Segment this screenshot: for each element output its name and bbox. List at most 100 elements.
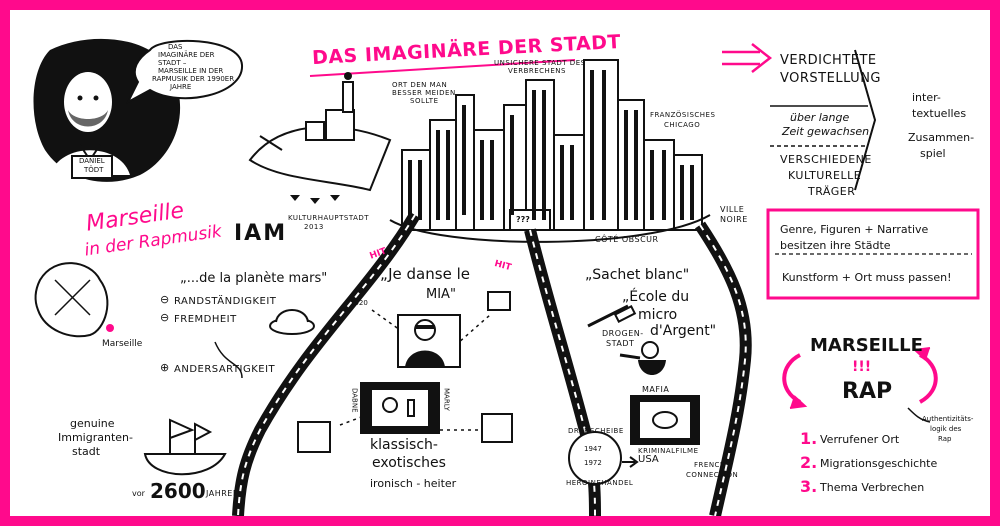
boats-icon <box>290 195 340 204</box>
label-kultur: KULTURHAUPTSTADT <box>288 214 370 222</box>
book-icon <box>487 291 511 311</box>
city-skyline <box>401 59 703 231</box>
road-right-east <box>695 221 752 516</box>
badge-line: TÖDT <box>84 166 104 174</box>
years-number: 2600 <box>150 479 206 503</box>
summary-inter: Zusammen- <box>908 131 975 144</box>
list-number: 1. <box>800 429 818 448</box>
list-number: 2. <box>800 453 818 472</box>
ecole-song: „École du <box>622 289 690 305</box>
film-label: MARLY <box>442 388 451 411</box>
hub-year: 1947 <box>584 445 602 453</box>
hub-label: HEROINEHANDEL <box>566 479 634 487</box>
list-item: Migrationsgeschichte <box>820 457 938 470</box>
road-left <box>232 211 421 516</box>
hub-globe <box>568 431 622 485</box>
cycle-exclaim: !!! <box>852 359 872 375</box>
french-label: CONNECTION <box>686 471 739 479</box>
band-name: IAM <box>234 221 288 246</box>
speaker-eye-right <box>93 95 99 101</box>
box-line: Kunstform + Ort muss passen! <box>782 271 952 284</box>
illustration-layer <box>33 38 980 516</box>
usa-label: USA <box>638 454 659 465</box>
film-label: DABNE <box>350 388 359 413</box>
iam-song: „...de la planète mars" <box>180 271 328 286</box>
summary-inter: spiel <box>920 147 946 160</box>
point-marker: ⊕ <box>160 361 170 374</box>
mafia-label: MAFIA <box>642 385 670 394</box>
notre-dame-tower <box>342 81 354 113</box>
road-right-west <box>524 228 601 516</box>
summary-ueber: über lange <box>790 111 850 124</box>
city-ground <box>389 214 711 243</box>
mia-song: MIA" <box>426 287 456 302</box>
years-suffix: JAHREN <box>206 489 240 498</box>
summary-ueber: Zeit gewachsen <box>782 125 870 138</box>
box-line: Genre, Figuren + Narrative <box>780 223 929 236</box>
gunman-icon <box>641 341 659 359</box>
cycle-side: Rap <box>938 435 952 443</box>
point-fremdheit: FREMDHEIT <box>174 314 237 325</box>
label-ville: VILLE <box>720 205 745 214</box>
summary-kultur: KULTURELLE <box>788 169 862 182</box>
ecole-song: micro <box>638 307 678 323</box>
summary-inter: textuelles <box>912 107 967 120</box>
speech-bubble-line: RAPMUSIK DER 1990ER <box>152 75 235 83</box>
point-marker: ⊖ <box>160 293 170 306</box>
point-marker: ⊖ <box>160 311 170 324</box>
label-ville: NOIRE <box>720 215 748 224</box>
genuine-line: genuine <box>70 417 115 430</box>
speech-bubble-line: DAS <box>168 43 183 51</box>
list-number: 3. <box>800 477 818 496</box>
french-label: FRENCH <box>694 461 726 469</box>
speech-bubble-line: JAHRE <box>170 83 192 91</box>
name-badge <box>71 155 113 179</box>
exotic-line: ironisch - heiter <box>370 477 457 490</box>
skyline-windows <box>408 70 694 220</box>
point-andersartigkeit: ANDERSARTIGKEIT <box>174 364 276 375</box>
label-unsicher: VERBRECHENS <box>508 67 566 75</box>
city-sign: ??? <box>516 215 530 224</box>
card-icon <box>297 421 331 453</box>
krimi-label: KRIMINALFILME <box>638 447 699 455</box>
speaker-beard <box>68 110 108 127</box>
list-item: Thema Verbrechen <box>820 481 925 494</box>
hub-year: 1972 <box>584 459 602 467</box>
years-prefix: vor <box>132 489 145 498</box>
cycle-side: Authentizitäts- <box>922 415 974 423</box>
hub-label: DREHSCHEIBE <box>568 427 624 435</box>
cycle-arrow-right <box>918 353 938 404</box>
summary-inter: inter- <box>912 91 941 104</box>
notre-dame-building <box>325 109 355 141</box>
drug-label: DROGEN- <box>602 329 644 338</box>
speech-bubble-line: STADT – <box>158 59 187 67</box>
sachet-song: „Sachet blanc" <box>585 267 690 283</box>
summary-verdichtete: VORSTELLUNG <box>780 71 881 86</box>
speech-bubble-line: MARSEILLE IN DER <box>158 67 224 75</box>
cycle-marseille: MARSEILLE <box>810 335 923 356</box>
cycle-arrow-left <box>782 353 802 404</box>
drug-label: STADT <box>606 339 635 348</box>
hill-outline <box>248 125 392 192</box>
speech-bubble-line: IMAGINÄRE DER <box>158 51 215 59</box>
map-outline <box>34 262 109 338</box>
genuine-line: Immigranten- <box>58 431 133 444</box>
summary-verdichtete: VERDICHTETE <box>780 53 877 68</box>
label-cote: CÔTÉ OBSCUR <box>595 235 659 244</box>
exotic-line: klassisch- <box>370 437 438 453</box>
map-label: Marseille <box>102 339 143 349</box>
box-line: besitzen ihre Städte <box>780 239 891 252</box>
exotic-line: exotisches <box>372 455 446 471</box>
cycle-rap: RAP <box>842 379 893 404</box>
badge-line: DANIEL <box>79 157 105 165</box>
marseille-dot <box>106 324 114 332</box>
summary-bracket <box>854 49 877 191</box>
label-chicago: CHICAGO <box>664 121 701 129</box>
cycle-side: logik des <box>930 425 962 433</box>
list-item: Verrufener Ort <box>820 433 900 446</box>
genuine-line: stadt <box>72 445 101 458</box>
ship-icon <box>143 453 227 476</box>
label-unsicher: UNSICHERE STADT DES <box>494 59 586 67</box>
label-ort: ORT DEN MAN <box>392 81 448 89</box>
